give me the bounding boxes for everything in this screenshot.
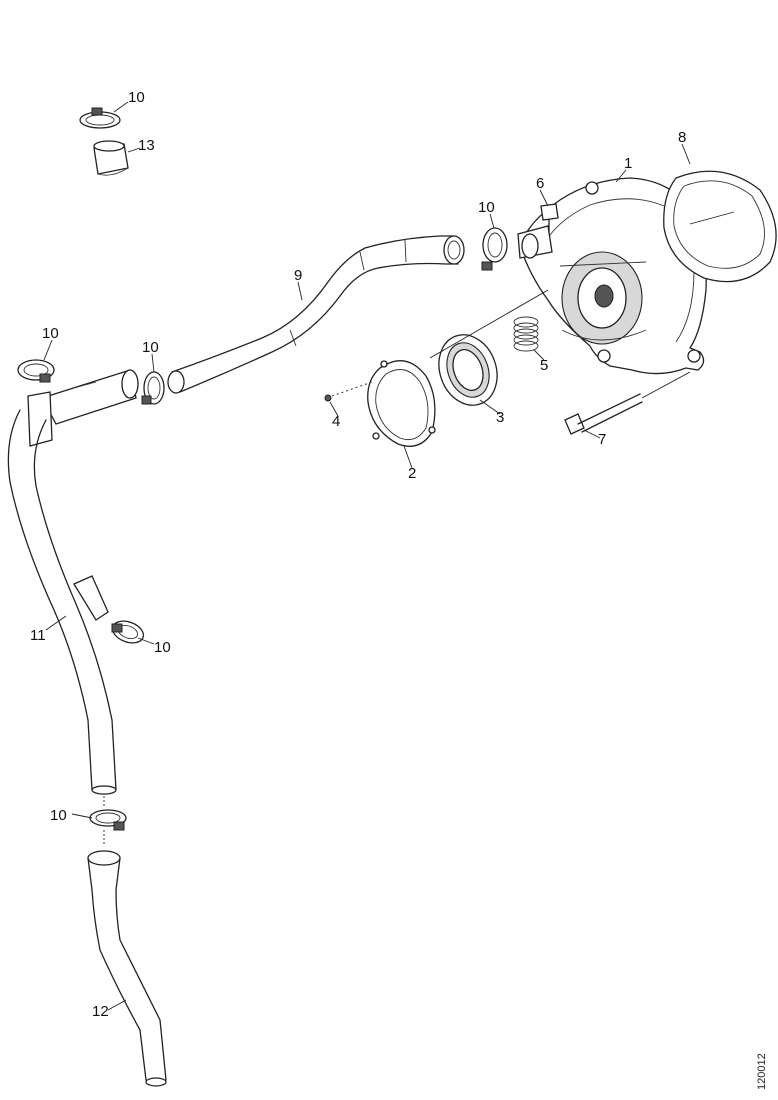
part-9-hose xyxy=(167,235,465,394)
callout-1: 1 xyxy=(624,155,633,172)
callout-leaders xyxy=(43,101,691,1011)
part-10-clamp-hose9 xyxy=(141,371,165,405)
callout-10-hose: 10 xyxy=(142,339,159,356)
reference-code: 120012 xyxy=(756,1053,768,1090)
part-13-sleeve xyxy=(93,140,129,176)
callout-12: 12 xyxy=(92,1003,109,1020)
callout-10-left: 10 xyxy=(42,325,59,342)
callout-7: 7 xyxy=(598,431,607,448)
callout-11: 11 xyxy=(30,627,46,644)
callout-2: 2 xyxy=(408,465,417,482)
part-10-clamp-pipe-side xyxy=(111,620,145,644)
callout-6: 6 xyxy=(536,175,545,192)
part-1-pump-housing xyxy=(517,177,707,375)
callout-8: 8 xyxy=(678,129,687,146)
part-7-long-bolt xyxy=(564,371,691,435)
part-10-clamp-left-top xyxy=(17,359,55,383)
callout-13: 13 xyxy=(138,137,155,154)
part-10-clamp-lower xyxy=(89,796,127,846)
part-2-cover-plate xyxy=(367,360,436,447)
part-10-clamp-pump xyxy=(481,227,508,271)
callout-9: 9 xyxy=(294,267,303,284)
callout-10-top: 10 xyxy=(128,89,145,106)
callout-10-lower: 10 xyxy=(50,807,67,824)
part-8-gasket xyxy=(663,170,777,283)
part-6-bolt xyxy=(540,203,559,233)
part-5-spring xyxy=(513,316,539,352)
callout-4: 4 xyxy=(332,413,341,430)
part-10-clamp-top xyxy=(79,107,121,129)
part-11-pipe xyxy=(7,369,139,795)
part-4-screw xyxy=(324,289,549,402)
callout-10-pump: 10 xyxy=(478,199,495,216)
callout-10-side: 10 xyxy=(154,639,171,656)
callout-5: 5 xyxy=(540,357,549,374)
part-3-seal-ring xyxy=(438,334,498,406)
part-12-hose xyxy=(87,850,167,1087)
callout-3: 3 xyxy=(496,409,505,426)
